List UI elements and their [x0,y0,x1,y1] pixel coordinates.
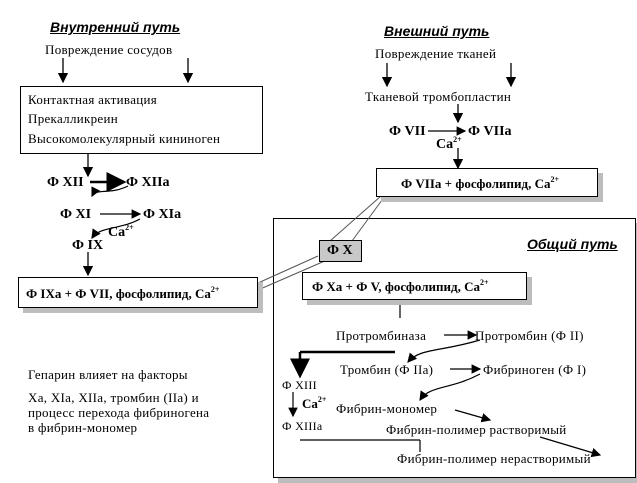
fibrinogen: Фибриноген (Ф I) [483,362,587,377]
factor-xi: Ф XI [60,207,92,222]
heparin-note-line-4: в фибрин-мономер [28,420,138,435]
factor-xia: Ф XIa [143,207,182,222]
extrinsic-title: Внешний путь [384,23,490,39]
factor-xiii: Ф XIII [282,378,317,392]
extrinsic-complex-label: Ф VIIa + фосфолипид, Ca2+ [401,175,560,191]
prothrombinase-complex-box: Ф Xa + Ф V, фосфолипид, Ca2+ [302,272,527,300]
prothrombinase-complex-label: Ф Xa + Ф V, фосфолипид, Ca2+ [312,278,489,294]
calcium-label-intrinsic: Ca2+ [108,223,134,240]
factor-vii: Ф VII [389,124,426,139]
tenase-complex-box: Ф IXa + Ф VII, фосфолипид, Ca2+ [18,277,258,308]
heparin-note-line-3: процесс перехода фибриногена [28,405,210,420]
fibrin-polymer-insoluble: Фибрин-полимер нерастворимый [397,451,591,466]
fibrin-polymer-soluble: Фибрин-полимер растворимый [386,422,567,437]
thrombin: Тромбин (Ф IIa) [340,362,434,377]
factor-xiiia: Ф XIIIa [282,419,323,433]
box-line-3: Высокомолекулярный кининоген [28,131,221,146]
heparin-note-line-1: Гепарин влияет на факторы [28,367,188,382]
box-line-1: Контактная активация [28,92,158,107]
calcium-label-extrinsic: Ca2+ [436,135,462,152]
heparin-note-line-2: Xa, XIa, XIIa, тромбин (IIa) и [28,390,199,405]
contact-activation-box: Контактная активация Прекалликреин Высок… [20,86,263,154]
intrinsic-trigger: Повреждение сосудов [45,42,173,57]
common-title: Общий путь [527,236,618,252]
factor-viia: Ф VIIa [468,124,512,139]
tenase-complex-label: Ф IXa + Ф VII, фосфолипид, Ca2+ [26,285,220,301]
factor-xii: Ф XII [47,175,84,190]
factor-xiia: Ф XIIa [126,175,170,190]
factor-x: Ф X [327,243,353,258]
prothrombinase: Протромбиназа [336,328,427,343]
box-line-2: Прекалликреин [28,111,118,126]
intrinsic-title: Внутренний путь [50,19,181,35]
factor-x-box: Ф X [319,240,362,262]
extrinsic-complex-box: Ф VIIa + фосфолипид, Ca2+ [376,168,598,197]
tissue-thromboplastin: Тканевой тромбопластин [365,89,512,104]
extrinsic-trigger: Повреждение тканей [375,46,497,61]
fibrin-monomer: Фибрин-мономер [336,401,438,416]
prothrombin: Протромбин (Ф II) [475,328,584,343]
factor-ix: Ф IX [72,238,104,253]
calcium-label-common: Ca2+ [302,395,327,411]
